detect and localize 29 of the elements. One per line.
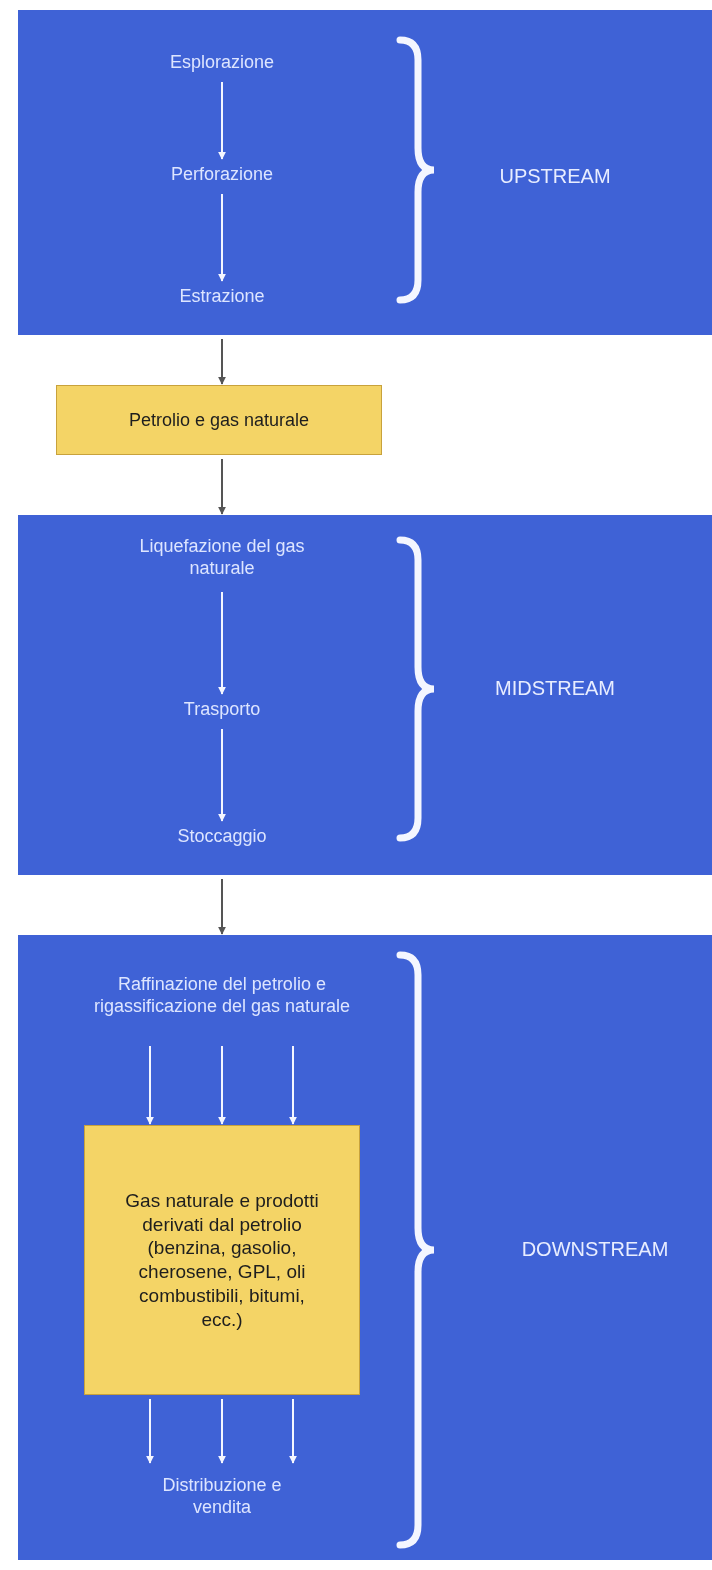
arrow xyxy=(218,81,226,160)
step-text: Estrazione xyxy=(179,286,265,308)
step-text: Esplorazione xyxy=(169,52,275,74)
step-text: Stoccaggio xyxy=(177,826,267,848)
stage-panel xyxy=(18,10,712,335)
step-text: Distribuzione e vendita xyxy=(161,1475,283,1519)
step-text: Raffinazione del petrolio e rigassificazione del gas naturale xyxy=(92,974,352,1018)
arrow xyxy=(218,338,226,385)
step-text: Perforazione xyxy=(170,164,274,186)
stage-label: MIDSTREAM xyxy=(494,677,616,700)
stage-panel xyxy=(18,515,712,875)
arrow xyxy=(218,591,226,695)
arrow xyxy=(289,1045,297,1125)
product-box: Petrolio e gas naturale xyxy=(56,385,382,455)
arrow xyxy=(146,1398,154,1464)
stage-label: DOWNSTREAM xyxy=(520,1238,670,1261)
arrow xyxy=(218,1045,226,1125)
arrow xyxy=(218,1398,226,1464)
step-text: Trasporto xyxy=(183,699,261,721)
arrow xyxy=(218,193,226,282)
arrow xyxy=(218,458,226,515)
arrow xyxy=(289,1398,297,1464)
stage-panel xyxy=(18,935,712,1560)
arrow xyxy=(218,728,226,822)
arrow xyxy=(218,878,226,935)
product-box: Gas naturale e prodotti derivati dal petrolio (benzina, gasolio, cherosene, GPL, oli combustibili, bitumi, ecc.) xyxy=(84,1125,360,1395)
step-text: Liquefazione del gas naturale xyxy=(138,536,306,580)
arrow xyxy=(146,1045,154,1125)
stage-label: UPSTREAM xyxy=(498,165,612,188)
